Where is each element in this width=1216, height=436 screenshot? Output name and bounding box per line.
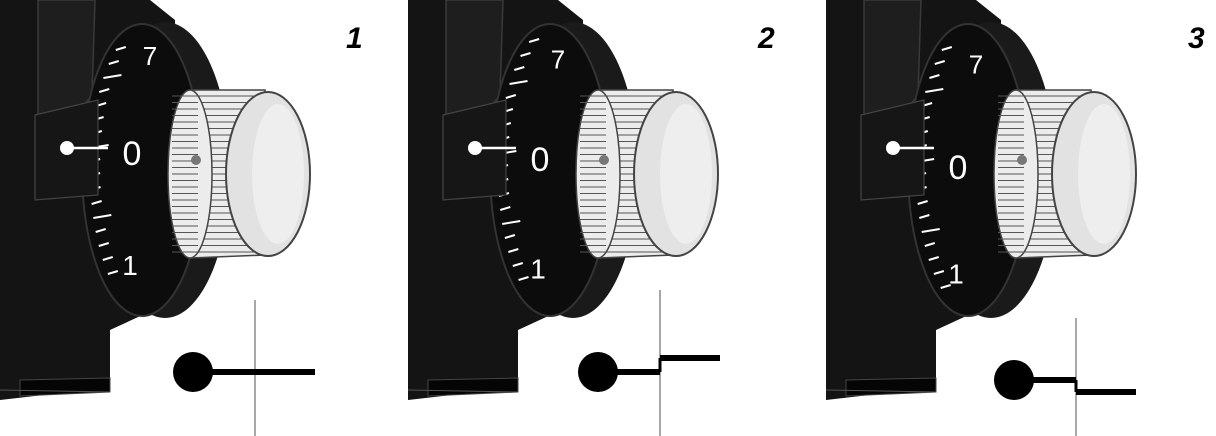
dial-number: 0 [531,141,550,179]
step-panel-2: 7 0 1 2 [408,0,813,436]
dial-number: 0 [123,135,142,173]
micrometer-dial-icon: 7 0 1 [408,0,720,436]
dial-number: 7 [551,45,565,75]
step-label: 3 [1188,22,1205,55]
step-label: 2 [758,22,775,55]
dial-number: 0 [949,149,968,187]
step-label: 1 [346,22,363,55]
knurled-knob-icon[interactable] [575,89,719,259]
knurled-knob-icon[interactable] [167,89,311,259]
micrometer-dial-icon: 7 0 1 [825,0,1137,436]
indicator-pointer-icon [994,318,1136,436]
dial-number: 1 [122,250,138,281]
step-panel-1: 7 0 1 1 [0,0,405,436]
dial-number: 7 [969,49,983,79]
micrometer-dial-icon: 7 0 1 [0,0,315,436]
dial-number: 1 [948,258,964,289]
dial-number: 7 [143,41,157,71]
indicator-pointer-icon [578,290,720,436]
dial-number: 1 [530,254,546,285]
step-panel-3: 7 0 1 3 [816,0,1216,436]
knurled-knob-icon[interactable] [993,89,1137,259]
indicator-pointer-icon [173,300,315,436]
